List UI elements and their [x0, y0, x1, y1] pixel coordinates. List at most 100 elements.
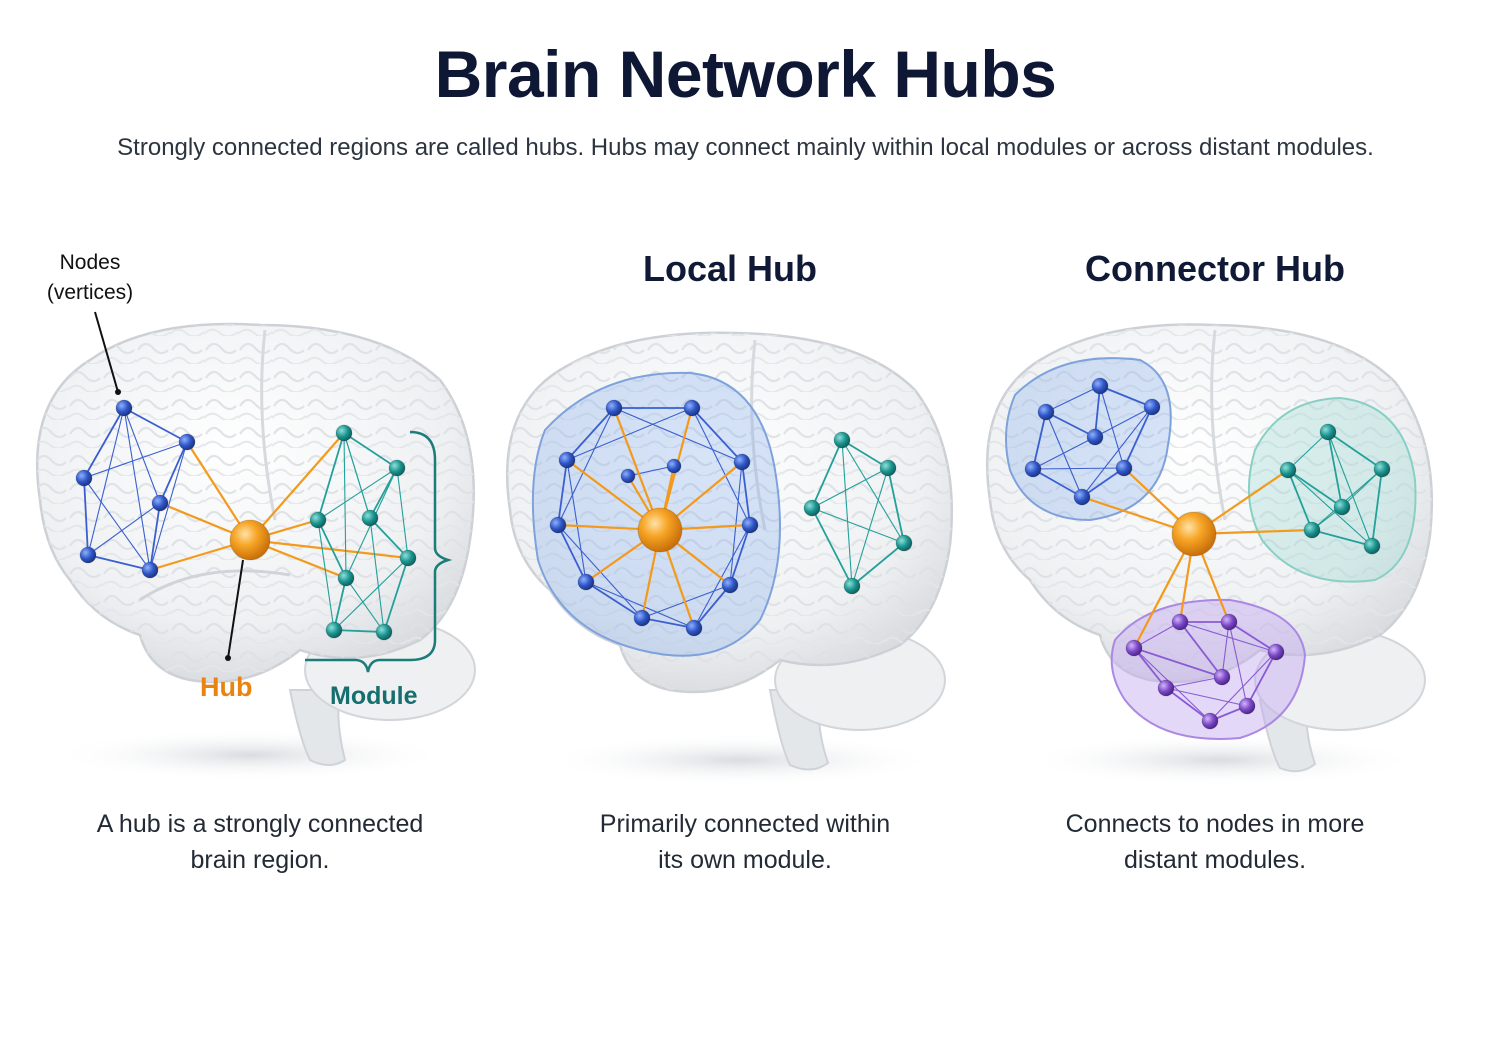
nodes-pointer-dot [115, 389, 121, 395]
blue-module-edge [87, 554, 151, 571]
blue-module-node [141, 561, 159, 579]
local-module-node [666, 458, 682, 474]
teal-module-edge [343, 432, 347, 579]
local-module-edge [691, 407, 743, 463]
connector-teal-module-edge [1287, 469, 1373, 547]
distant-module-edge [851, 467, 889, 587]
local-module-node [685, 619, 703, 637]
connector-hub-caption: Connects to nodes in more distant module… [1065, 810, 1365, 874]
distant-module-node [833, 431, 851, 449]
connector-purple-module-node [1201, 712, 1219, 730]
local-module-edge [691, 407, 751, 526]
connector-blue-module-edge [1045, 411, 1083, 498]
connector-teal-module-edge [1341, 468, 1383, 508]
connector-purple-module-edge [1228, 621, 1248, 707]
connector-purple-module-edge [1179, 621, 1277, 653]
local-module-edge [693, 524, 751, 629]
blue-module-edge [83, 441, 188, 479]
page-title: Brain Network Hubs [434, 37, 1057, 111]
connector-teal-module-node [1363, 537, 1381, 555]
connector-teal-module-edge [1327, 431, 1383, 470]
module-label: Module [330, 682, 418, 710]
local-hub-caption: Primarily connected within its own modul… [599, 810, 891, 874]
teal-module-edge [333, 629, 385, 633]
connector-blue-module-edge [1099, 385, 1153, 408]
connector-purple-module-edge [1165, 676, 1223, 689]
teal-module-edge [333, 577, 347, 631]
blue-module-edge [83, 477, 89, 556]
connector-purple-module-edge [1165, 687, 1211, 722]
teal-module-edge [383, 557, 409, 633]
connector-blue-module-node [1086, 428, 1104, 446]
connector-teal-module-edge [1327, 431, 1373, 547]
connector-purple-module-node [1157, 679, 1175, 697]
connector-teal-module-node [1279, 461, 1297, 479]
network-nodes [75, 377, 1391, 730]
local-module-node [633, 609, 651, 627]
local-module-edge [585, 581, 643, 619]
connector-teal-module-node [1319, 423, 1337, 441]
connector-blue-module-edge [1032, 467, 1125, 470]
teal-module-node [375, 623, 393, 641]
local-module-node [741, 516, 759, 534]
connector-purple-module-edge [1133, 647, 1223, 678]
distant-module-edge [841, 439, 905, 544]
local-module-edge [566, 407, 615, 461]
connector-purple-module-edge [1221, 621, 1230, 678]
connector-teal-module-edge [1327, 431, 1343, 508]
distant-module-edge [841, 439, 853, 587]
nodes-pointer-line [94, 311, 119, 393]
teal-module-edge [317, 519, 335, 631]
local-module-node [721, 576, 739, 594]
blue-module-edge [123, 407, 151, 571]
connector-teal-module-node [1303, 521, 1321, 539]
local-module-node [733, 453, 751, 471]
hub-pointer-dot [225, 655, 231, 661]
distant-module-edge [851, 542, 905, 587]
connector-hub-node [1171, 511, 1217, 557]
local-hub-node [637, 507, 683, 553]
nodes-label: Nodes (vertices) [46, 251, 134, 304]
local-module-edge [585, 581, 695, 629]
blue-module-node [151, 494, 169, 512]
teal-module-edge [343, 432, 371, 519]
connector-blue-module-node [1115, 459, 1133, 477]
local-module-edge [557, 459, 568, 526]
teal-module-edge [369, 467, 398, 519]
distant-module-edge [811, 507, 905, 544]
local-module-edge [641, 617, 695, 629]
connector-blue-module-edge [1032, 468, 1083, 498]
connector-purple-module-edge [1246, 651, 1277, 707]
blue-module-edge [149, 502, 161, 571]
hub-node [229, 519, 271, 561]
teal-module-node [335, 424, 353, 442]
connector-blue-module-node [1037, 403, 1055, 421]
distant-module-edge [887, 467, 905, 544]
module-bracket [305, 430, 453, 673]
blue-module-edge [149, 441, 188, 571]
teal-module-edge [369, 517, 409, 559]
teal-module-node [361, 509, 379, 527]
blue-module-edge [83, 477, 151, 571]
teal-module-node [399, 549, 417, 567]
connector-blue-module-edge [1081, 406, 1153, 498]
connector-blue-module-edge [1032, 436, 1096, 470]
connector-blue-module-edge [1045, 385, 1101, 413]
hub-label: Hub [200, 672, 253, 702]
blue-module-edge [123, 407, 188, 443]
connector-blue-module-node [1143, 398, 1161, 416]
connector-blue-module-edge [1123, 406, 1153, 469]
brain-right [986, 323, 1434, 786]
connector-blue-module-edge [1081, 467, 1125, 498]
connector-purple-module-node [1213, 668, 1231, 686]
connector-purple-module-edge [1133, 647, 1167, 689]
connector-teal-module-edge [1371, 468, 1383, 547]
teal-module-node [309, 511, 327, 529]
connector-teal-module-edge [1311, 468, 1383, 531]
teal-module-edge [343, 432, 398, 469]
local-module-node [620, 468, 636, 484]
distant-module-edge [811, 439, 843, 509]
teal-module-edge [396, 467, 409, 559]
local-hub-heading: Local Hub [642, 248, 817, 289]
